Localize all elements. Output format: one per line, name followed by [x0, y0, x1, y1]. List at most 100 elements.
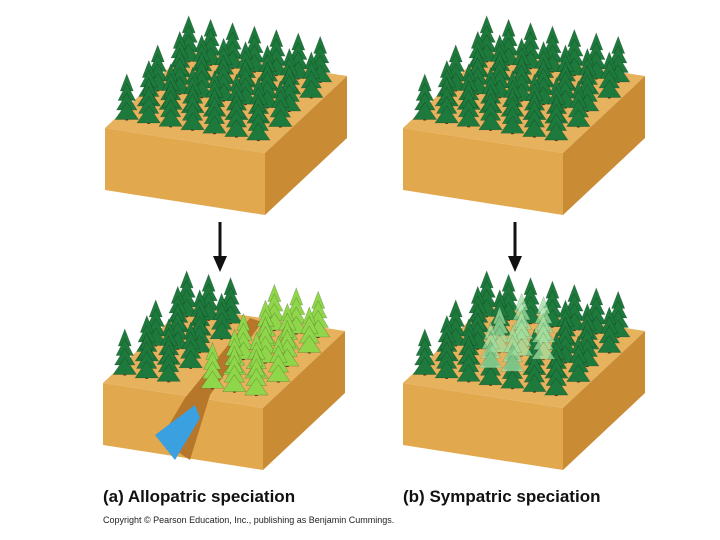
tree-tier [114, 101, 140, 120]
tree-icon [114, 73, 140, 121]
tree-icon [189, 50, 214, 99]
tree-tier [268, 108, 293, 127]
tree-tier [299, 79, 324, 98]
tree-tier [597, 334, 622, 353]
tree-icon [531, 312, 556, 361]
tree-icon [522, 90, 547, 138]
tree-icon [500, 324, 525, 373]
tree-icon [200, 341, 225, 390]
tree-icon [222, 345, 247, 393]
block-side-face [563, 76, 645, 215]
tree-icon [544, 348, 569, 397]
tree-icon [202, 86, 227, 135]
tree-tier [597, 79, 622, 98]
tree-icon [566, 80, 591, 128]
tree-tier [531, 341, 556, 360]
block-side-face [263, 331, 345, 470]
tree-tier [136, 105, 161, 124]
tree-icon [544, 93, 569, 142]
tree-icon [584, 287, 609, 335]
copyright-notice: Copyright © Pearson Education, Inc., pub… [103, 515, 395, 525]
tree-icon [158, 79, 183, 128]
tree-tier [478, 112, 503, 131]
tree-tier [224, 119, 249, 137]
caption-label: (a) [103, 487, 124, 506]
tree-icon [584, 32, 609, 80]
tree-tier [246, 122, 271, 141]
tree-icon [224, 90, 249, 138]
caption-sympatric: (b) Sympatric speciation [403, 487, 600, 507]
tree-icon [156, 334, 181, 383]
tree-icon [218, 276, 243, 325]
tree-tier [134, 360, 159, 379]
tree-icon [178, 321, 203, 369]
tree-icon [136, 76, 161, 124]
tree-icon [112, 328, 138, 376]
tree-tier [112, 356, 138, 375]
arrow-head [213, 256, 227, 272]
tree-icon [275, 319, 300, 367]
tree-icon [299, 51, 324, 99]
block-side-face [265, 76, 347, 215]
tree-icon [456, 79, 481, 128]
tree-icon [456, 334, 481, 383]
caption-title: Allopatric speciation [127, 487, 296, 506]
tree-icon [597, 306, 622, 354]
tree-tier [297, 334, 322, 353]
caption-label: (b) [403, 487, 425, 506]
tree-tier [200, 370, 225, 389]
block-front-face [403, 383, 563, 470]
arrow-head [508, 256, 522, 272]
tree-tier [178, 350, 203, 369]
tree-icon [434, 76, 459, 124]
tree-tier [456, 363, 481, 382]
caption-title: Sympatric speciation [429, 487, 601, 506]
block-side-face [563, 331, 645, 470]
tree-tier [478, 367, 503, 386]
tree-tier [500, 353, 525, 372]
tree-tier [544, 377, 569, 396]
tree-tier [412, 356, 438, 375]
tree-icon [500, 86, 525, 135]
tree-tier [566, 363, 591, 382]
caption-allopatric: (a) Allopatric speciation [103, 487, 295, 507]
tree-tier [266, 363, 291, 382]
tree-icon [597, 51, 622, 99]
tree-icon [246, 93, 271, 142]
arrow-down-a [213, 222, 227, 272]
tree-icon [268, 80, 293, 128]
tree-tier [544, 122, 569, 141]
block-front-face [105, 128, 265, 215]
tree-icon [478, 83, 503, 131]
tree-tier [456, 108, 481, 127]
tree-tier [500, 370, 525, 389]
tree-icon [209, 292, 234, 340]
tree-tier [434, 105, 459, 124]
block-front-face [403, 128, 563, 215]
tree-tier [209, 321, 234, 340]
tree-icon [180, 83, 205, 131]
tree-icon [244, 348, 269, 397]
tree-tier [500, 115, 525, 134]
tree-tier [244, 377, 269, 396]
tree-icon [566, 335, 591, 383]
river [155, 405, 200, 460]
tree-tier [478, 350, 503, 369]
tree-tier [412, 101, 438, 120]
tree-tier [222, 374, 247, 392]
tree-icon [220, 21, 245, 70]
tree-icon [297, 306, 322, 354]
tree-tier [156, 363, 181, 382]
tree-icon [266, 335, 291, 383]
tree-tier [202, 115, 227, 134]
arrow-down-b [508, 222, 522, 272]
tree-icon [134, 331, 159, 379]
tree-icon [412, 328, 438, 376]
tree-icon [412, 73, 438, 121]
tree-tier [566, 108, 591, 127]
tree-icon [478, 321, 503, 369]
tree-tier [180, 112, 205, 131]
tree-tier [434, 360, 459, 379]
tree-tier [158, 108, 183, 127]
